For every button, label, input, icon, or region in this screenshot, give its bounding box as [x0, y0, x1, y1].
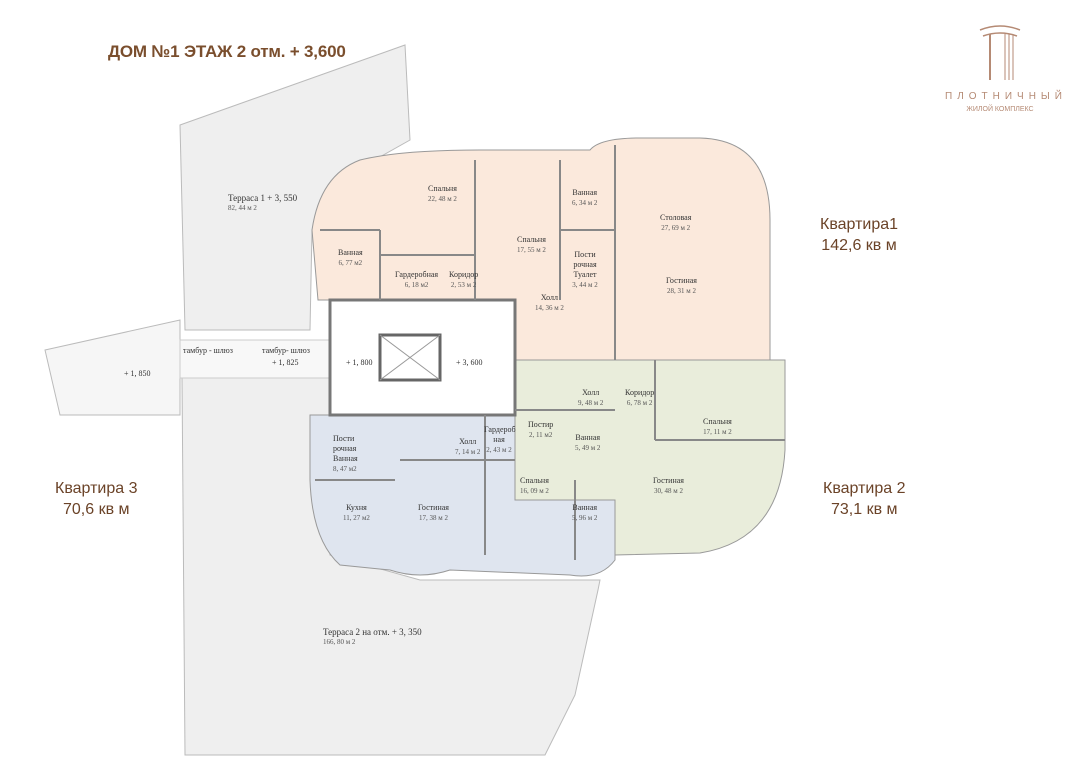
page-title: ДОМ №1 ЭТАЖ 2 отм. + 3,600: [108, 42, 346, 61]
vestibule: [179, 339, 331, 379]
level-label: + 1, 850: [124, 369, 151, 378]
level-label: + 1, 800: [346, 358, 373, 367]
apartment-1-area: [311, 137, 771, 361]
column-logo-icon: [979, 25, 1021, 80]
level-label: тамбур - шлюз: [183, 346, 233, 355]
elevator-shaft: [378, 333, 442, 382]
apartment-1-label[interactable]: Квартира1 142,6 кв м: [820, 214, 898, 256]
level-label: тамбур- шлюз: [262, 346, 310, 355]
apartment-2-area: [514, 359, 786, 556]
apartment-2-label[interactable]: Квартира 2 73,1 кв м: [823, 478, 906, 520]
level-label: + 3, 600: [456, 358, 483, 367]
stair-core: [328, 298, 517, 417]
logo: ПЛОТНИЧНЫЙ ЖИЛОЙ КОМПЛЕКС: [945, 22, 1067, 113]
level-label: + 1, 825: [272, 358, 299, 367]
apartment-area: 142,6 кв м: [821, 237, 897, 254]
apartment-3-area: [309, 414, 616, 577]
walls: [315, 145, 785, 560]
apartment-area: 73,1 кв м: [830, 501, 898, 518]
logo-subtitle: ЖИЛОЙ КОМПЛЕКС: [966, 106, 1034, 113]
entrance-area: [44, 319, 181, 416]
apartment-area: 70,6 кв м: [62, 501, 130, 518]
apartment-name: Квартира 3: [55, 480, 138, 497]
apartment-3-label[interactable]: Квартира 3 70,6 кв м: [55, 478, 138, 520]
apartment-name: Квартира 2: [823, 480, 906, 497]
logo-name: ПЛОТНИЧНЫЙ: [945, 91, 1067, 102]
apartment-name: Квартира1: [820, 216, 899, 233]
